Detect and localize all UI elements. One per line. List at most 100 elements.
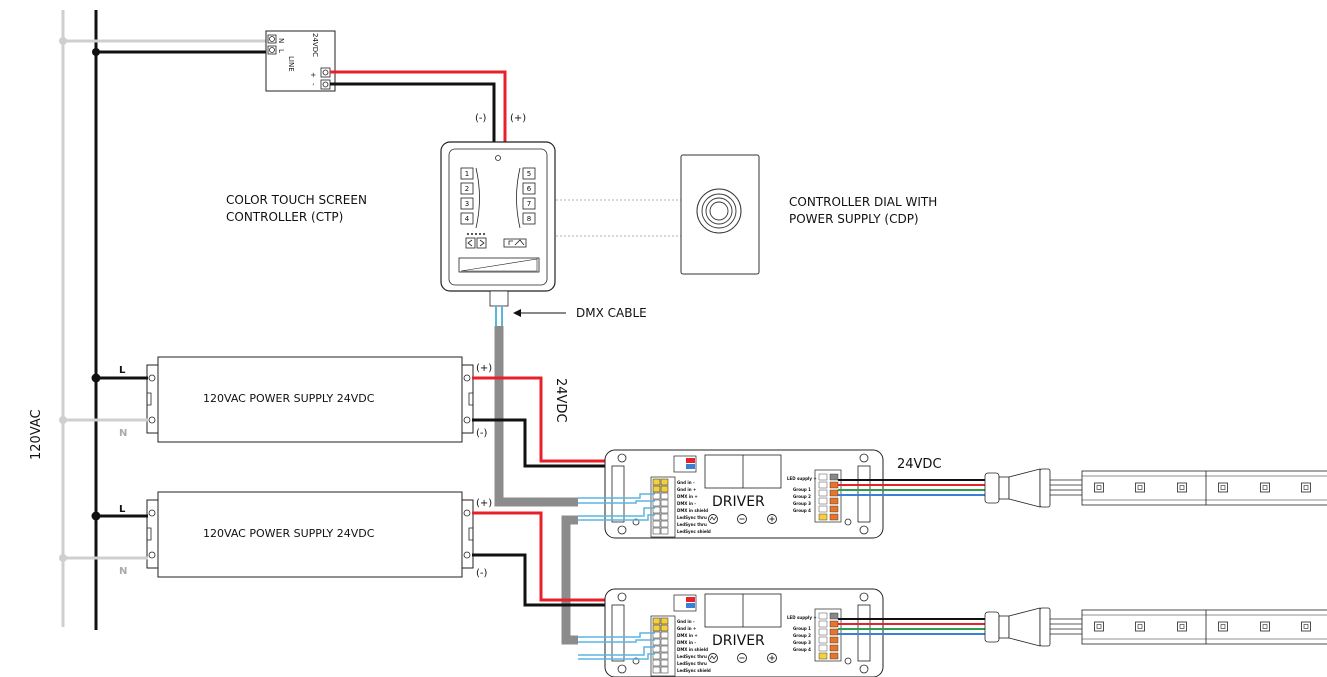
driver-input-terminal xyxy=(660,659,669,667)
driver-output-terminal xyxy=(818,620,828,628)
ctp-brightness-slider xyxy=(458,257,540,273)
driver-input-label: LedSync thru xyxy=(677,654,707,659)
ctp-zone-label: 3 xyxy=(465,200,469,208)
ctp-zone-label: 5 xyxy=(527,170,531,178)
driver-hole xyxy=(844,518,852,526)
driver-input-terminal xyxy=(660,666,669,674)
driver-input-label: DMX in + xyxy=(677,494,698,499)
ctp-negative-wire xyxy=(330,82,496,143)
ctp-scene-icon xyxy=(503,238,527,248)
driver-input-terminal xyxy=(660,492,669,500)
driver-group-label: Group 4 xyxy=(793,647,811,652)
driver-output-terminal xyxy=(818,652,828,660)
ctp-zone-label: 6 xyxy=(527,185,532,193)
driver-hole xyxy=(632,657,640,665)
psu2-minus-label: (-) xyxy=(476,568,488,579)
driver-input-terminal xyxy=(652,499,661,507)
driver-output-terminal xyxy=(829,513,839,521)
psu2-l-label: L xyxy=(119,504,126,515)
driver-output-terminal xyxy=(829,644,839,652)
driver-output-terminal xyxy=(829,628,839,636)
ctp-zone-button xyxy=(522,212,536,225)
strip-plug xyxy=(984,472,1000,504)
led-chip-core xyxy=(1262,624,1268,629)
led-chip-core xyxy=(1303,624,1309,629)
driver-input-label: LedSync shield xyxy=(677,529,711,534)
driver-output-terminal xyxy=(818,513,828,521)
ctp-zone-label: 2 xyxy=(465,185,469,193)
driver-input-label: LedSync thru xyxy=(677,522,707,527)
driver-input-label: DMX in shield xyxy=(677,647,708,652)
small-psu-output: 24VDC xyxy=(311,33,319,57)
driver-group-label: Group 3 xyxy=(793,640,811,645)
driver-screw xyxy=(859,664,869,674)
led-chip-core xyxy=(1096,624,1102,629)
small-power-supply: N L LINE 24VDC + - xyxy=(265,30,336,92)
strip-plug-body xyxy=(998,615,1010,639)
driver-input-terminal xyxy=(652,520,661,528)
ctp-minus-label: (-) xyxy=(475,113,487,124)
driver-input-label: DMX in + xyxy=(677,633,698,638)
driver-input-label: Gnd in - xyxy=(677,619,695,624)
driver-input-terminal xyxy=(652,513,661,521)
driver-dmx-wire xyxy=(578,500,655,504)
driver-output-terminal xyxy=(818,644,828,652)
small-psu-n: N xyxy=(277,38,285,43)
psu1-positive-wire xyxy=(472,376,614,463)
driver-input-terminal xyxy=(660,617,669,625)
strip-plug-wedge xyxy=(1008,468,1041,508)
ctp-zone-button xyxy=(460,167,474,180)
led-strip xyxy=(1081,609,1327,645)
driver-input-label: Gnd in + xyxy=(677,626,696,631)
cdp-label-line2: POWER SUPPLY (CDP) xyxy=(789,212,919,226)
driver-output-terminal xyxy=(829,620,839,628)
driver-output-terminal xyxy=(829,489,839,497)
driver-power-pos xyxy=(686,458,695,463)
driver-input-label: LedSync thru xyxy=(677,661,707,666)
driver-minus-button xyxy=(737,653,747,663)
driver-label: DRIVER xyxy=(712,494,765,510)
driver-screw xyxy=(617,525,627,535)
driver-menu-glyph xyxy=(709,516,717,521)
driver-output-terminal xyxy=(829,652,839,660)
driver-menu-glyph xyxy=(709,655,717,660)
ctp-zone-button xyxy=(522,182,536,195)
driver-output-terminal xyxy=(829,481,839,489)
driver-input-terminal xyxy=(652,492,661,500)
ctp-zone-button xyxy=(460,182,474,195)
ctp-power-icon xyxy=(495,155,501,161)
driver-output-terminal xyxy=(829,505,839,513)
driver-input-terminal xyxy=(660,638,669,646)
small-psu-plus: + xyxy=(309,72,317,78)
driver-input-terminal xyxy=(652,652,661,660)
driver-dmx-wire xyxy=(578,646,655,656)
strip-plug-body xyxy=(998,476,1010,500)
driver-power-pos xyxy=(686,597,695,602)
led-chip-core xyxy=(1262,485,1268,490)
driver-plus-button xyxy=(767,653,777,663)
driver-led-supply-label: LED supply + xyxy=(787,476,817,481)
driver-group-label: Group 2 xyxy=(793,633,811,638)
driver-dmx-wire xyxy=(578,653,655,660)
driver-input-label: Gnd in + xyxy=(677,487,696,492)
driver-output-terminal xyxy=(829,636,839,644)
driver-power-neg xyxy=(686,464,695,469)
driver-input-label: Gnd in - xyxy=(677,480,695,485)
driver-plus-button xyxy=(767,514,777,524)
driver-input-terminal xyxy=(660,478,669,486)
driver-input-terminal xyxy=(660,520,669,528)
ctp-zone-label: 1 xyxy=(465,170,469,178)
driver-output-terminal xyxy=(818,612,828,620)
driver-input-terminal xyxy=(660,652,669,660)
driver-output-terminal xyxy=(829,497,839,505)
driver-group-label: Group 1 xyxy=(793,487,811,492)
driver-output-terminal xyxy=(829,473,839,481)
psu1-minus-label: (-) xyxy=(476,428,488,439)
led-chip-core xyxy=(1179,624,1185,629)
output-24vdc-label: 24VDC xyxy=(897,457,942,472)
driver-input-terminal xyxy=(652,638,661,646)
power-supply-1: 120VAC POWER SUPPLY 24VDC xyxy=(146,356,474,443)
